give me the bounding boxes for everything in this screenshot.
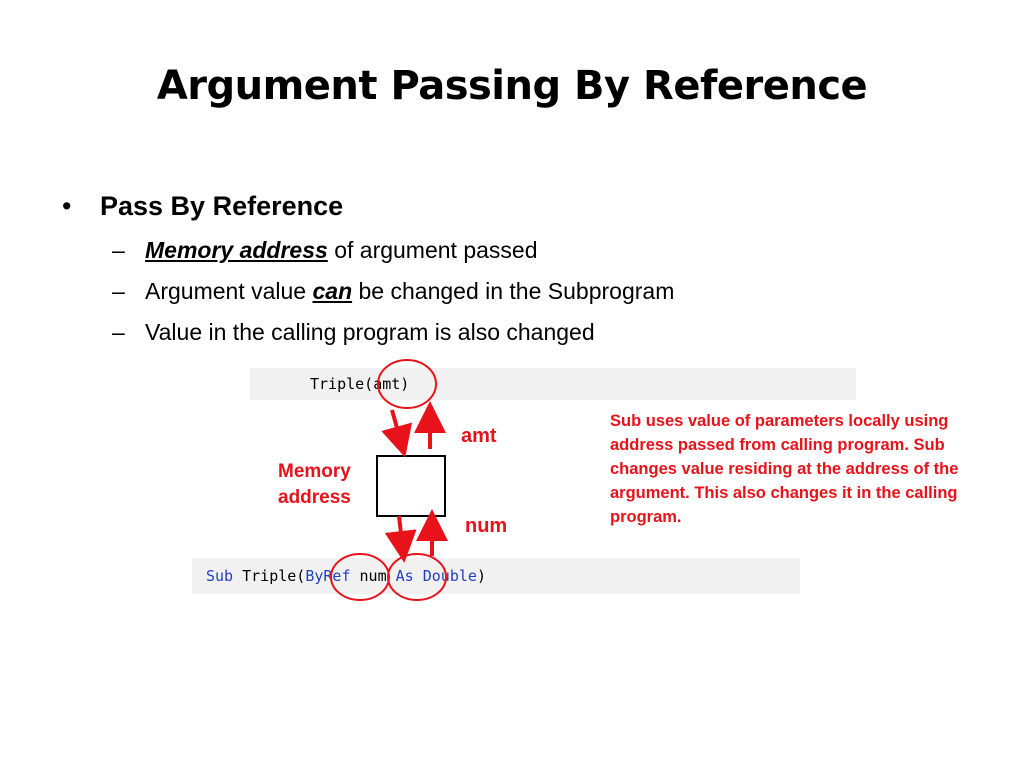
num-label: num — [465, 515, 508, 537]
num-highlight-circle — [387, 553, 447, 601]
arrow-down-to-num — [384, 515, 417, 563]
dash-icon: – — [112, 278, 125, 304]
param-name: num — [359, 567, 387, 585]
sub-bullet-1-emphasis: Memory address — [145, 237, 328, 263]
sub-bullet-2-pre: Argument value — [145, 278, 313, 304]
explanation-note: Sub uses value of parameters locally usi… — [610, 412, 959, 526]
dash-icon: – — [112, 237, 125, 263]
sub-bullet-1: –Memory address of argument passed — [112, 235, 674, 276]
sub-code-snippet: Sub Triple(ByRef num As Double) — [192, 558, 800, 594]
call-code-text: Triple(amt) — [310, 375, 410, 393]
keyword-sub: Sub — [206, 567, 234, 585]
sub-bullet-3: –Value in the calling program is also ch… — [112, 317, 674, 358]
main-bullet-text: Pass By Reference — [100, 191, 344, 221]
memory-label-line1: Memory — [278, 461, 351, 482]
keyword-byref: ByRef — [305, 567, 351, 585]
keyword-as-double: As Double — [386, 567, 477, 585]
call-code-snippet: Triple(amt) — [250, 368, 856, 400]
slide-title: Argument Passing By Reference — [156, 63, 868, 109]
dash-icon: – — [112, 319, 125, 345]
memory-address-label: Memory address — [278, 459, 351, 511]
sub-bullet-list: –Memory address of argument passed –Argu… — [112, 235, 674, 358]
sub-bullet-3-pre: Value in the calling program is also cha… — [145, 319, 595, 345]
sub-name: Triple( — [233, 567, 306, 585]
byref-highlight-circle — [330, 553, 390, 601]
sub-bullet-2-post: be changed in the Subprogram — [352, 278, 675, 304]
code-close-paren: ) — [476, 567, 486, 585]
sub-bullet-2: –Argument value can be changed in the Su… — [112, 276, 674, 317]
sub-bullet-2-emphasis: can — [312, 278, 353, 304]
bullet-dot-icon: • — [62, 191, 72, 221]
amt-label: amt — [461, 425, 497, 447]
sub-bullet-1-post: of argument passed — [327, 237, 538, 263]
memory-label-line2: address — [278, 487, 351, 508]
arrow-down-to-box — [381, 409, 413, 458]
amt-highlight-circle — [377, 359, 437, 409]
main-bullet: • Pass By Reference — [62, 189, 343, 223]
